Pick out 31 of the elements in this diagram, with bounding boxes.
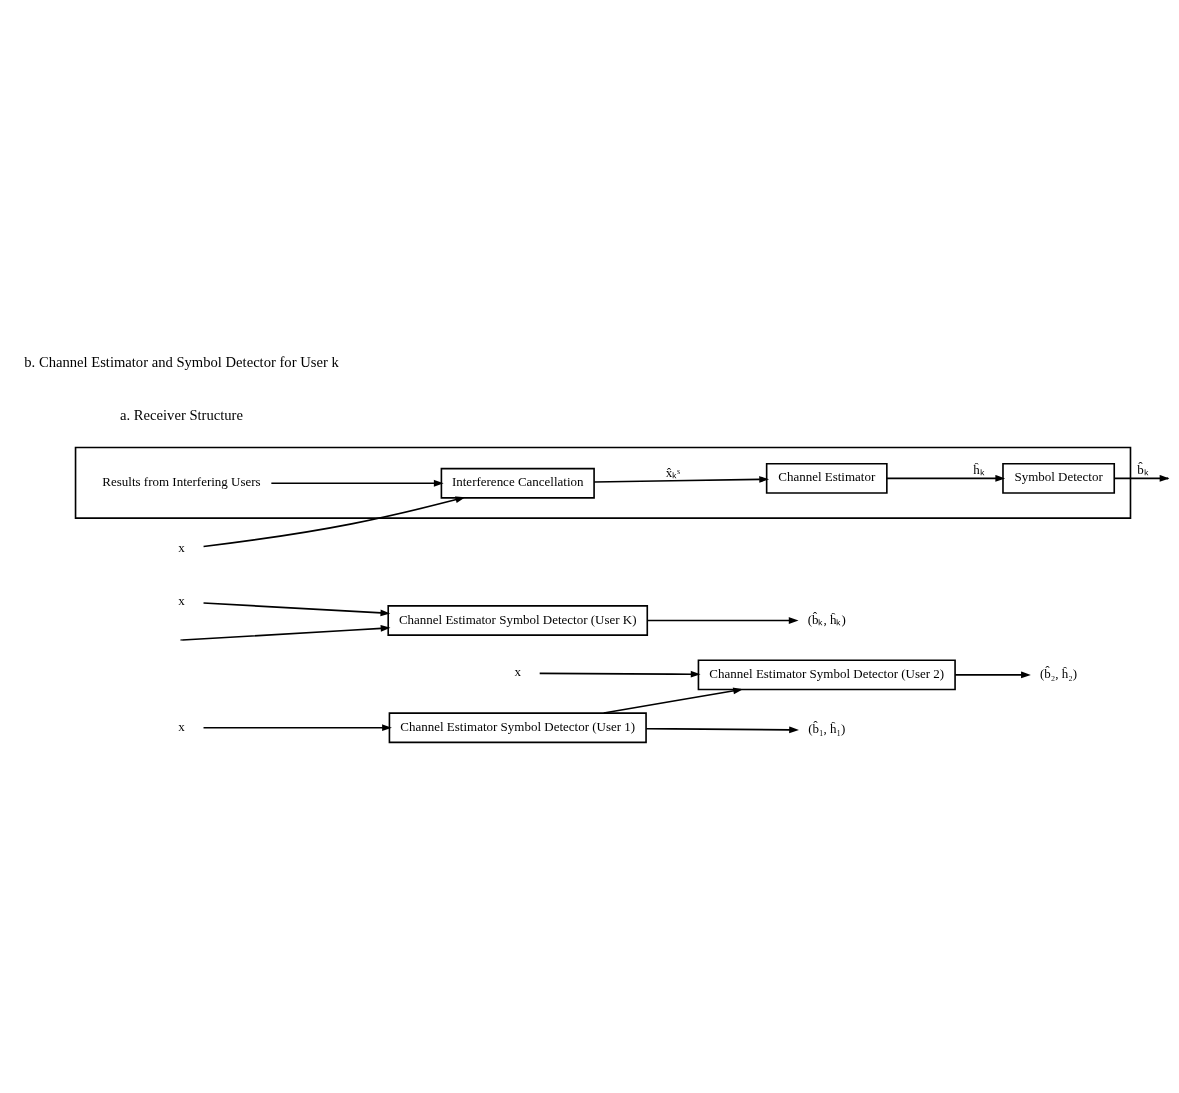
arrow bbox=[602, 686, 743, 714]
node-box: Channel Estimator Symbol Detector (User K) bbox=[387, 604, 649, 636]
node-box: Channel Estimator Symbol Detector (User 1) bbox=[388, 711, 647, 743]
arrow bbox=[270, 479, 444, 487]
node-text: (b̂₂, ĥ₂) bbox=[1040, 665, 1078, 681]
node-box: Interference Cancellation bbox=[440, 467, 595, 499]
node-box: Symbol Detector bbox=[1002, 462, 1116, 494]
cluster bbox=[74, 446, 1132, 519]
arrow bbox=[202, 723, 392, 731]
node-text: Results from Interfering Users bbox=[102, 473, 261, 489]
arrow bbox=[202, 601, 391, 616]
edge-label: x̂ₖˢ bbox=[665, 464, 680, 480]
label: a. Receiver Structure bbox=[120, 406, 243, 423]
arrow bbox=[646, 616, 799, 624]
arrow bbox=[954, 671, 1031, 678]
node-box: Channel Estimator bbox=[765, 462, 888, 494]
arrow bbox=[538, 670, 701, 678]
arrow bbox=[645, 725, 799, 733]
edge-label: b̂ₖ bbox=[1137, 461, 1149, 477]
label: b. Channel Estimator and Symbol Detector for User k bbox=[24, 353, 339, 370]
arrow bbox=[593, 475, 770, 483]
edge-label: ĥₖ bbox=[973, 461, 985, 477]
node-text: x bbox=[514, 663, 521, 679]
arrow bbox=[886, 474, 1006, 482]
node-text: (b̂₁, ĥ₁) bbox=[808, 720, 846, 736]
node-text: x bbox=[178, 539, 185, 555]
node-text: (b̂ₖ, ĥₖ) bbox=[807, 611, 846, 627]
node-text: x bbox=[178, 718, 185, 734]
node-box: Channel Estimator Symbol Detector (User 2) bbox=[697, 659, 956, 690]
node-text: x bbox=[178, 592, 185, 608]
arrow bbox=[202, 495, 466, 547]
